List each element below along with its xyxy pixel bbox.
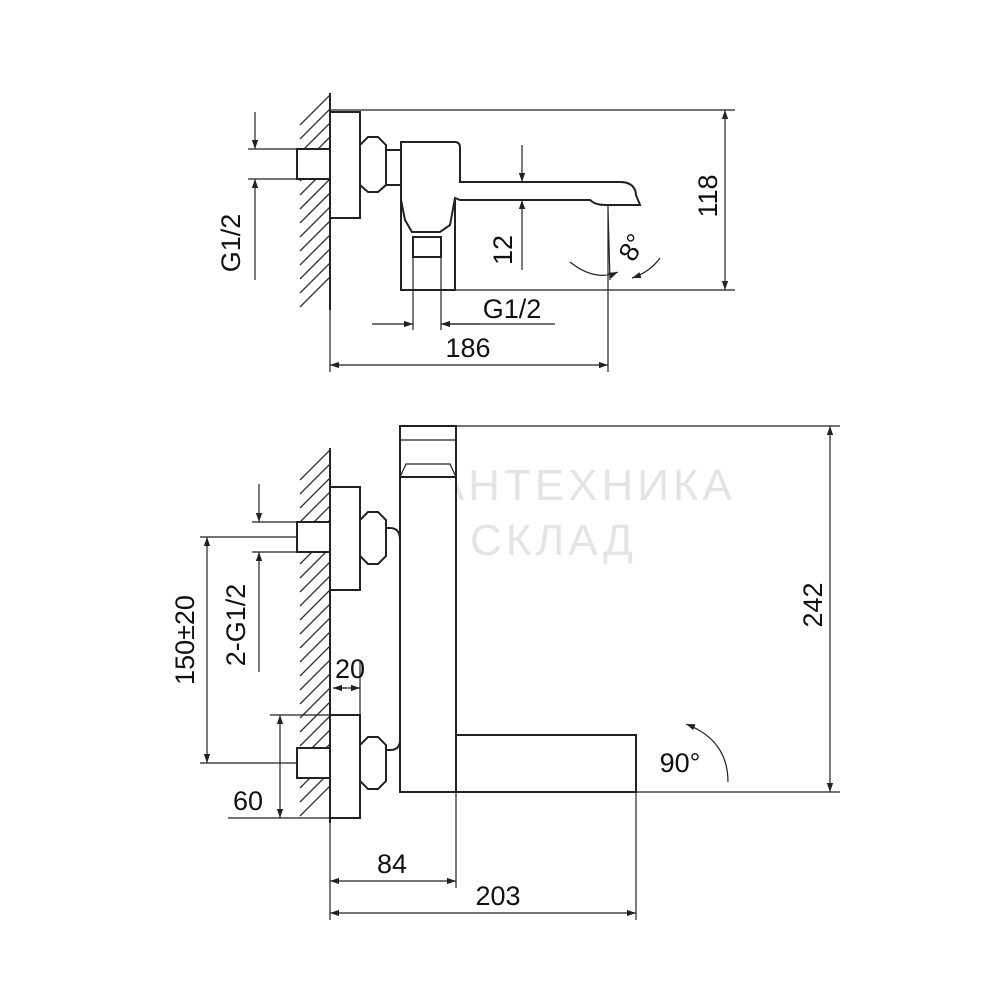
dim-rotation: 90° (660, 748, 701, 778)
top-flange (329, 111, 361, 219)
front-upper-flange (329, 486, 361, 591)
front-lower-nut (359, 736, 387, 790)
dim-spout-offset-12: 12 (488, 235, 518, 265)
dim-inlet-threads: 2-G1/2 (221, 584, 251, 667)
front-spout (455, 734, 637, 793)
front-body-connector (386, 527, 401, 751)
top-outlet-fitting (412, 236, 442, 258)
top-spout (400, 141, 642, 233)
dim-flange-height: 60 (233, 786, 263, 816)
front-lower-inlet (296, 747, 331, 779)
dim-height-242: 242 (798, 582, 828, 627)
front-lower-flange (329, 714, 361, 819)
dim-length-186: 186 (445, 333, 490, 363)
front-body (399, 476, 457, 793)
dim-body-depth: 84 (377, 849, 407, 879)
front-handle (399, 425, 457, 478)
front-faucet-body (296, 425, 637, 819)
top-wall (299, 93, 331, 310)
dim-angle-8: 8° (613, 229, 652, 266)
top-faucet-body (296, 111, 642, 291)
dim-spout-length: 203 (475, 881, 520, 911)
top-nut (359, 136, 387, 193)
top-view: 118 12 8° G1/2 G1/2 186 (216, 93, 735, 372)
front-upper-inlet (296, 521, 331, 553)
top-connector (385, 149, 402, 186)
watermark-line2: СКЛАД (470, 516, 637, 565)
dim-flange-offset: 20 (335, 654, 365, 684)
top-inlet-pipe (296, 148, 331, 180)
dim-outlet-thread: G1/2 (483, 294, 542, 324)
dim-height-118: 118 (693, 174, 723, 217)
dim-center-distance: 150±20 (170, 595, 200, 685)
front-view: 242 150±20 2-G1/2 20 60 84 203 90° (170, 425, 840, 920)
top-body-lower (400, 200, 456, 291)
dim-inlet-thread: G1/2 (216, 214, 246, 273)
front-upper-nut (359, 511, 387, 565)
